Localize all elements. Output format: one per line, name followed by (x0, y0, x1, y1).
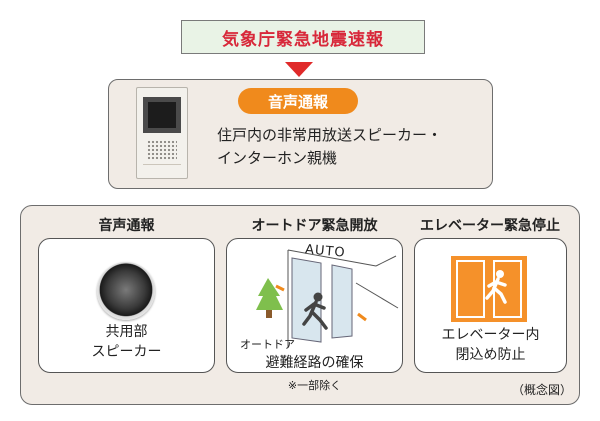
door-glass-right (331, 264, 353, 339)
door-floor-line (355, 282, 399, 309)
intercom-description-line1: 住戸内の非常用放送スピーカー・ (217, 126, 443, 144)
intercom-description-line2: インターホン親機 (217, 149, 338, 167)
plant-foliage (256, 278, 283, 310)
elevator-exit-svg (456, 260, 522, 318)
heading-elevator-stop: エレベーター緊急停止 (420, 218, 560, 234)
elevator-label-line2: 閉込め防止 (455, 347, 526, 363)
speaker-icon (97, 262, 155, 320)
heading-auto-door: オートドア緊急開放 (251, 218, 378, 234)
arrow-down-icon (285, 62, 313, 77)
auto-door-note: ※一部除く (287, 379, 342, 392)
elevator-label-line1: エレベーター内 (441, 327, 540, 343)
concept-caption: （概念図） (512, 383, 573, 397)
elevator-door-left (456, 260, 485, 318)
elevator-label: エレベーター内 閉込め防止 (414, 325, 567, 365)
door-frame-top (287, 249, 377, 267)
auto-door-sub-label: オートドア (240, 338, 295, 351)
left-arrow-icon (275, 284, 285, 292)
announce-label-line1: 共用部 (105, 324, 148, 340)
intercom-base (143, 164, 181, 175)
elevator-person-head (496, 270, 504, 278)
intercom-device-icon (136, 87, 188, 179)
auto-door-label: 避難経路の確保 (265, 355, 364, 371)
person-head (313, 292, 323, 302)
elevator-exit-icon (451, 256, 527, 322)
alert-banner-text: 気象庁緊急地震速報 (222, 29, 384, 50)
heading-voice-notice: 音声通報 (98, 218, 155, 234)
door-frame-corner (375, 255, 397, 267)
elevator-door-right (493, 260, 522, 318)
voice-notice-badge: 音声通報 (238, 88, 358, 114)
intercom-speaker-grille (147, 140, 177, 160)
elevator-gap (485, 261, 493, 317)
announce-label: 共用部 スピーカー (38, 322, 215, 362)
elevator-person-body (485, 277, 507, 304)
announce-label-line2: スピーカー (91, 344, 162, 360)
intercom-description: 住戸内の非常用放送スピーカー・ インターホン親機 (217, 124, 442, 170)
plant-pot (266, 310, 272, 318)
intercom-screen (143, 97, 181, 133)
door-glass-left (291, 257, 322, 343)
alert-banner: 気象庁緊急地震速報 (181, 20, 425, 54)
person-body (302, 300, 328, 330)
right-arrow-icon (357, 312, 367, 322)
auto-door-icon (256, 249, 399, 348)
